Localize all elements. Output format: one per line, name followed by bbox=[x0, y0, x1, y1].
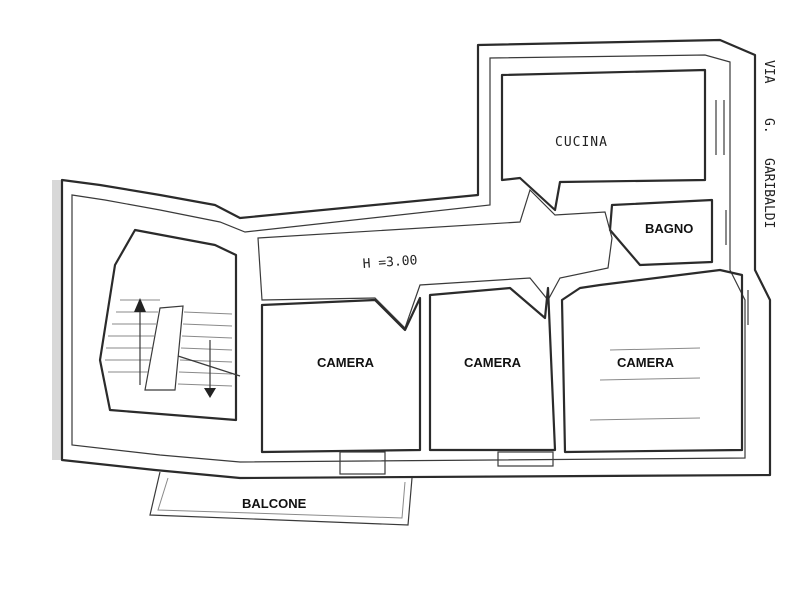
ceiling-height-note: H =3.00 bbox=[362, 253, 418, 272]
room-label-cucina: CUCINA bbox=[555, 135, 608, 150]
window-bottom-1 bbox=[339, 451, 386, 475]
room-label-balcone: BALCONE bbox=[242, 496, 307, 511]
inner-wall-line bbox=[71, 54, 746, 463]
room-label-bagno: BAGNO bbox=[645, 221, 693, 236]
kitchen-walls bbox=[500, 68, 707, 212]
stairwell-walls bbox=[98, 228, 238, 422]
stair-treads bbox=[105, 299, 233, 387]
bedroom-middle-walls bbox=[428, 286, 557, 452]
room-label-camera-left: CAMERA bbox=[317, 355, 375, 370]
scan-shade bbox=[52, 180, 62, 460]
stair-cut-line bbox=[177, 355, 241, 377]
room-label-camera-right: CAMERA bbox=[617, 355, 675, 370]
balcony-outline bbox=[149, 471, 413, 526]
balcony-inner bbox=[157, 477, 406, 519]
window-bottom-2 bbox=[497, 451, 554, 467]
stair-up-arrow-icon bbox=[134, 298, 146, 312]
street-label-initial: G. bbox=[761, 118, 776, 134]
bedroom-left-walls bbox=[260, 296, 422, 454]
stair-down-arrow-icon bbox=[204, 388, 216, 398]
faint-scan-marks bbox=[589, 347, 701, 421]
bathroom-walls bbox=[608, 198, 714, 267]
street-label-garibaldi: GARIBALDI bbox=[761, 158, 776, 228]
room-label-camera-middle: CAMERA bbox=[464, 355, 522, 370]
bedroom-right-walls bbox=[560, 268, 744, 454]
stair-landing bbox=[144, 305, 184, 391]
outer-wall bbox=[60, 38, 772, 480]
street-label-via: VIA bbox=[761, 60, 776, 84]
corridor-walls bbox=[257, 188, 613, 330]
